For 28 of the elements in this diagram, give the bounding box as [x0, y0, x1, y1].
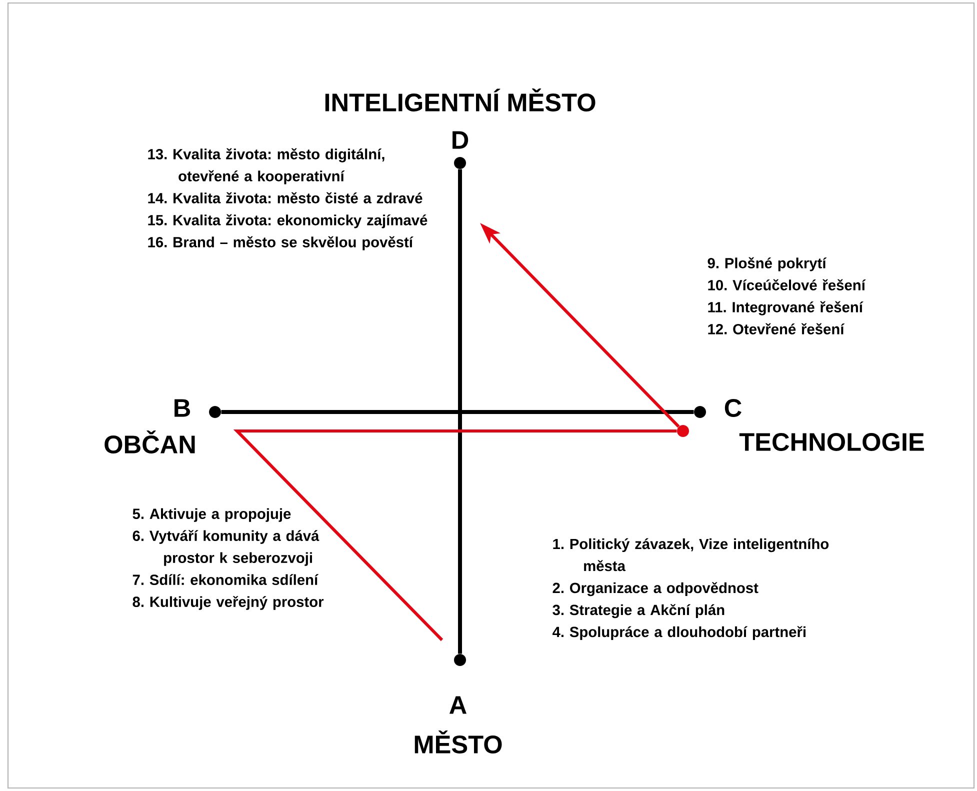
axis-label: D: [452, 131, 468, 149]
list-item: 3. Strategie a Akční plán: [552, 604, 724, 618]
list-item: 9. Plošné pokrytí: [708, 257, 827, 272]
list-item: 10. Víceúčelové řešení: [708, 279, 866, 290]
list-item: 2. Organizace a odpovědnost: [552, 582, 758, 596]
list-item: 1. Politický závazek, Vize inteligentního města: [553, 538, 829, 572]
list-item: 11. Integrované řešení: [708, 301, 864, 316]
line: [458, 169, 462, 654]
dot: [677, 425, 689, 437]
axis-label: INTELIGENTNÍ MĚSTO: [325, 88, 596, 112]
list-item: 14. Kvalita života: město čisté a zdravé: [148, 192, 422, 204]
list-item: 7. Sdílí: ekonomika sdílení: [132, 574, 318, 586]
axis-label: MĚSTO: [414, 730, 502, 754]
line: [233, 429, 677, 642]
list-item: 8. Kultivuje veřejný prostor: [132, 596, 324, 610]
axis-label: B: [174, 399, 190, 417]
list-item: 4. Spolupráce a dlouhodobí partneři: [552, 626, 806, 640]
line: [221, 410, 694, 414]
axis-label: OBČAN: [104, 430, 195, 454]
axis-label: A: [450, 696, 466, 714]
list-item: 6. Vytváří komunity a dává prostor k seberozvoji: [132, 530, 320, 566]
list-item: 12. Otevřené řešení: [708, 323, 845, 334]
list-item: 13. Kvalita života: město digitální, otevřené a kooperativní: [148, 148, 384, 184]
axis-label: C: [724, 399, 742, 417]
list-item: 15. Kvalita života: ekonomicky zajímavé: [148, 214, 428, 228]
list-item: 5. Aktivuje a propojuje: [132, 508, 291, 522]
list-item: 16. Brand – město se skvělou pověstí: [148, 236, 414, 250]
axis-label: TECHNOLOGIE: [739, 433, 924, 451]
